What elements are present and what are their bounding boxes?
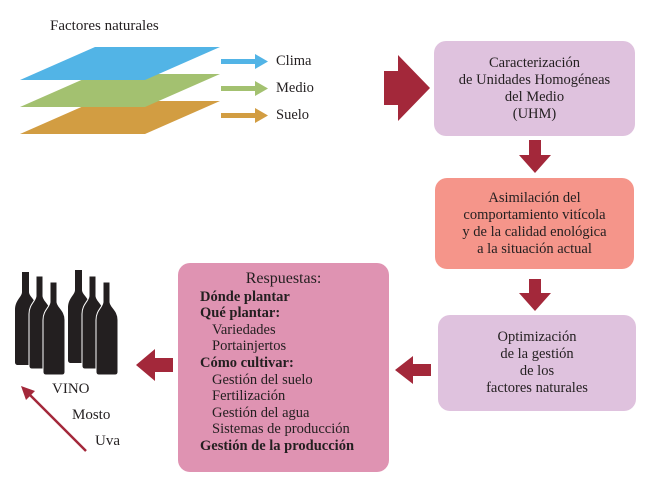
box-asimilacion-line: y de la calidad enológica bbox=[462, 223, 607, 240]
label-mosto: Mosto bbox=[72, 407, 111, 423]
arrow-uhm-to-asimilacion bbox=[519, 140, 551, 173]
box-optimizacion-line: Optimización bbox=[497, 329, 577, 345]
box-optimizacion: Optimización de la gestión de los factor… bbox=[438, 315, 636, 411]
arrow-to-uhm bbox=[384, 55, 430, 121]
box-uhm: Caracterización de Unidades Homogéneas d… bbox=[434, 41, 635, 136]
box-asimilacion-line: comportamiento vitícola bbox=[463, 206, 606, 223]
respuestas-item: Dónde plantar bbox=[200, 288, 290, 305]
respuestas-item: Gestión del agua bbox=[212, 404, 310, 421]
label-uva: Uva bbox=[95, 433, 120, 449]
layer-medio bbox=[20, 74, 220, 107]
respuestas-item: Portainjertos bbox=[212, 338, 287, 355]
respuestas-title: Respuestas: bbox=[245, 270, 322, 287]
box-asimilacion-line: a la situación actual bbox=[477, 240, 592, 257]
layer-label-suelo: Suelo bbox=[276, 107, 310, 123]
respuestas-item: Qué plantar: bbox=[200, 305, 281, 322]
layer-suelo bbox=[20, 101, 220, 134]
arrow-optimizacion-to-respuestas bbox=[395, 356, 431, 384]
arrow-uva-to-vino bbox=[21, 386, 87, 452]
natural-factors-title: Factores naturales bbox=[50, 18, 159, 34]
arrow-medio bbox=[221, 81, 268, 96]
arrow-suelo bbox=[221, 108, 268, 123]
respuestas-item: Gestión del suelo bbox=[212, 371, 313, 388]
box-asimilacion: Asimilación del comportamiento vitícola … bbox=[435, 178, 634, 269]
box-uhm-line: Caracterización bbox=[489, 54, 580, 71]
box-optimizacion-line: factores naturales bbox=[486, 380, 588, 396]
layer-label-clima: Clima bbox=[276, 53, 312, 69]
box-optimizacion-line: de la gestión bbox=[500, 346, 574, 362]
respuestas-item: Cómo cultivar: bbox=[200, 354, 294, 371]
respuestas-item: Fertilización bbox=[212, 388, 286, 405]
box-uhm-line: (UHM) bbox=[512, 105, 557, 122]
wine-bottles-icon bbox=[15, 270, 119, 376]
box-uhm-line: del Medio bbox=[504, 88, 565, 105]
box-optimizacion-line: de los bbox=[519, 363, 555, 379]
box-respuestas: Respuestas: Dónde plantar Qué plantar: V… bbox=[178, 263, 389, 472]
respuestas-item: Variedades bbox=[212, 321, 276, 338]
respuestas-item: Sistemas de producción bbox=[212, 421, 350, 438]
layer-clima bbox=[20, 47, 220, 80]
box-asimilacion-line: Asimilación del bbox=[488, 189, 581, 206]
arrow-respuestas-to-wine bbox=[136, 349, 173, 381]
arrow-asimilacion-to-optimizacion bbox=[519, 279, 551, 311]
respuestas-item: Gestión de la producción bbox=[200, 437, 355, 454]
box-uhm-line: de Unidades Homogéneas bbox=[458, 71, 611, 88]
label-vino: VINO bbox=[52, 381, 90, 397]
arrow-clima bbox=[221, 54, 268, 69]
layer-label-medio: Medio bbox=[276, 80, 314, 96]
